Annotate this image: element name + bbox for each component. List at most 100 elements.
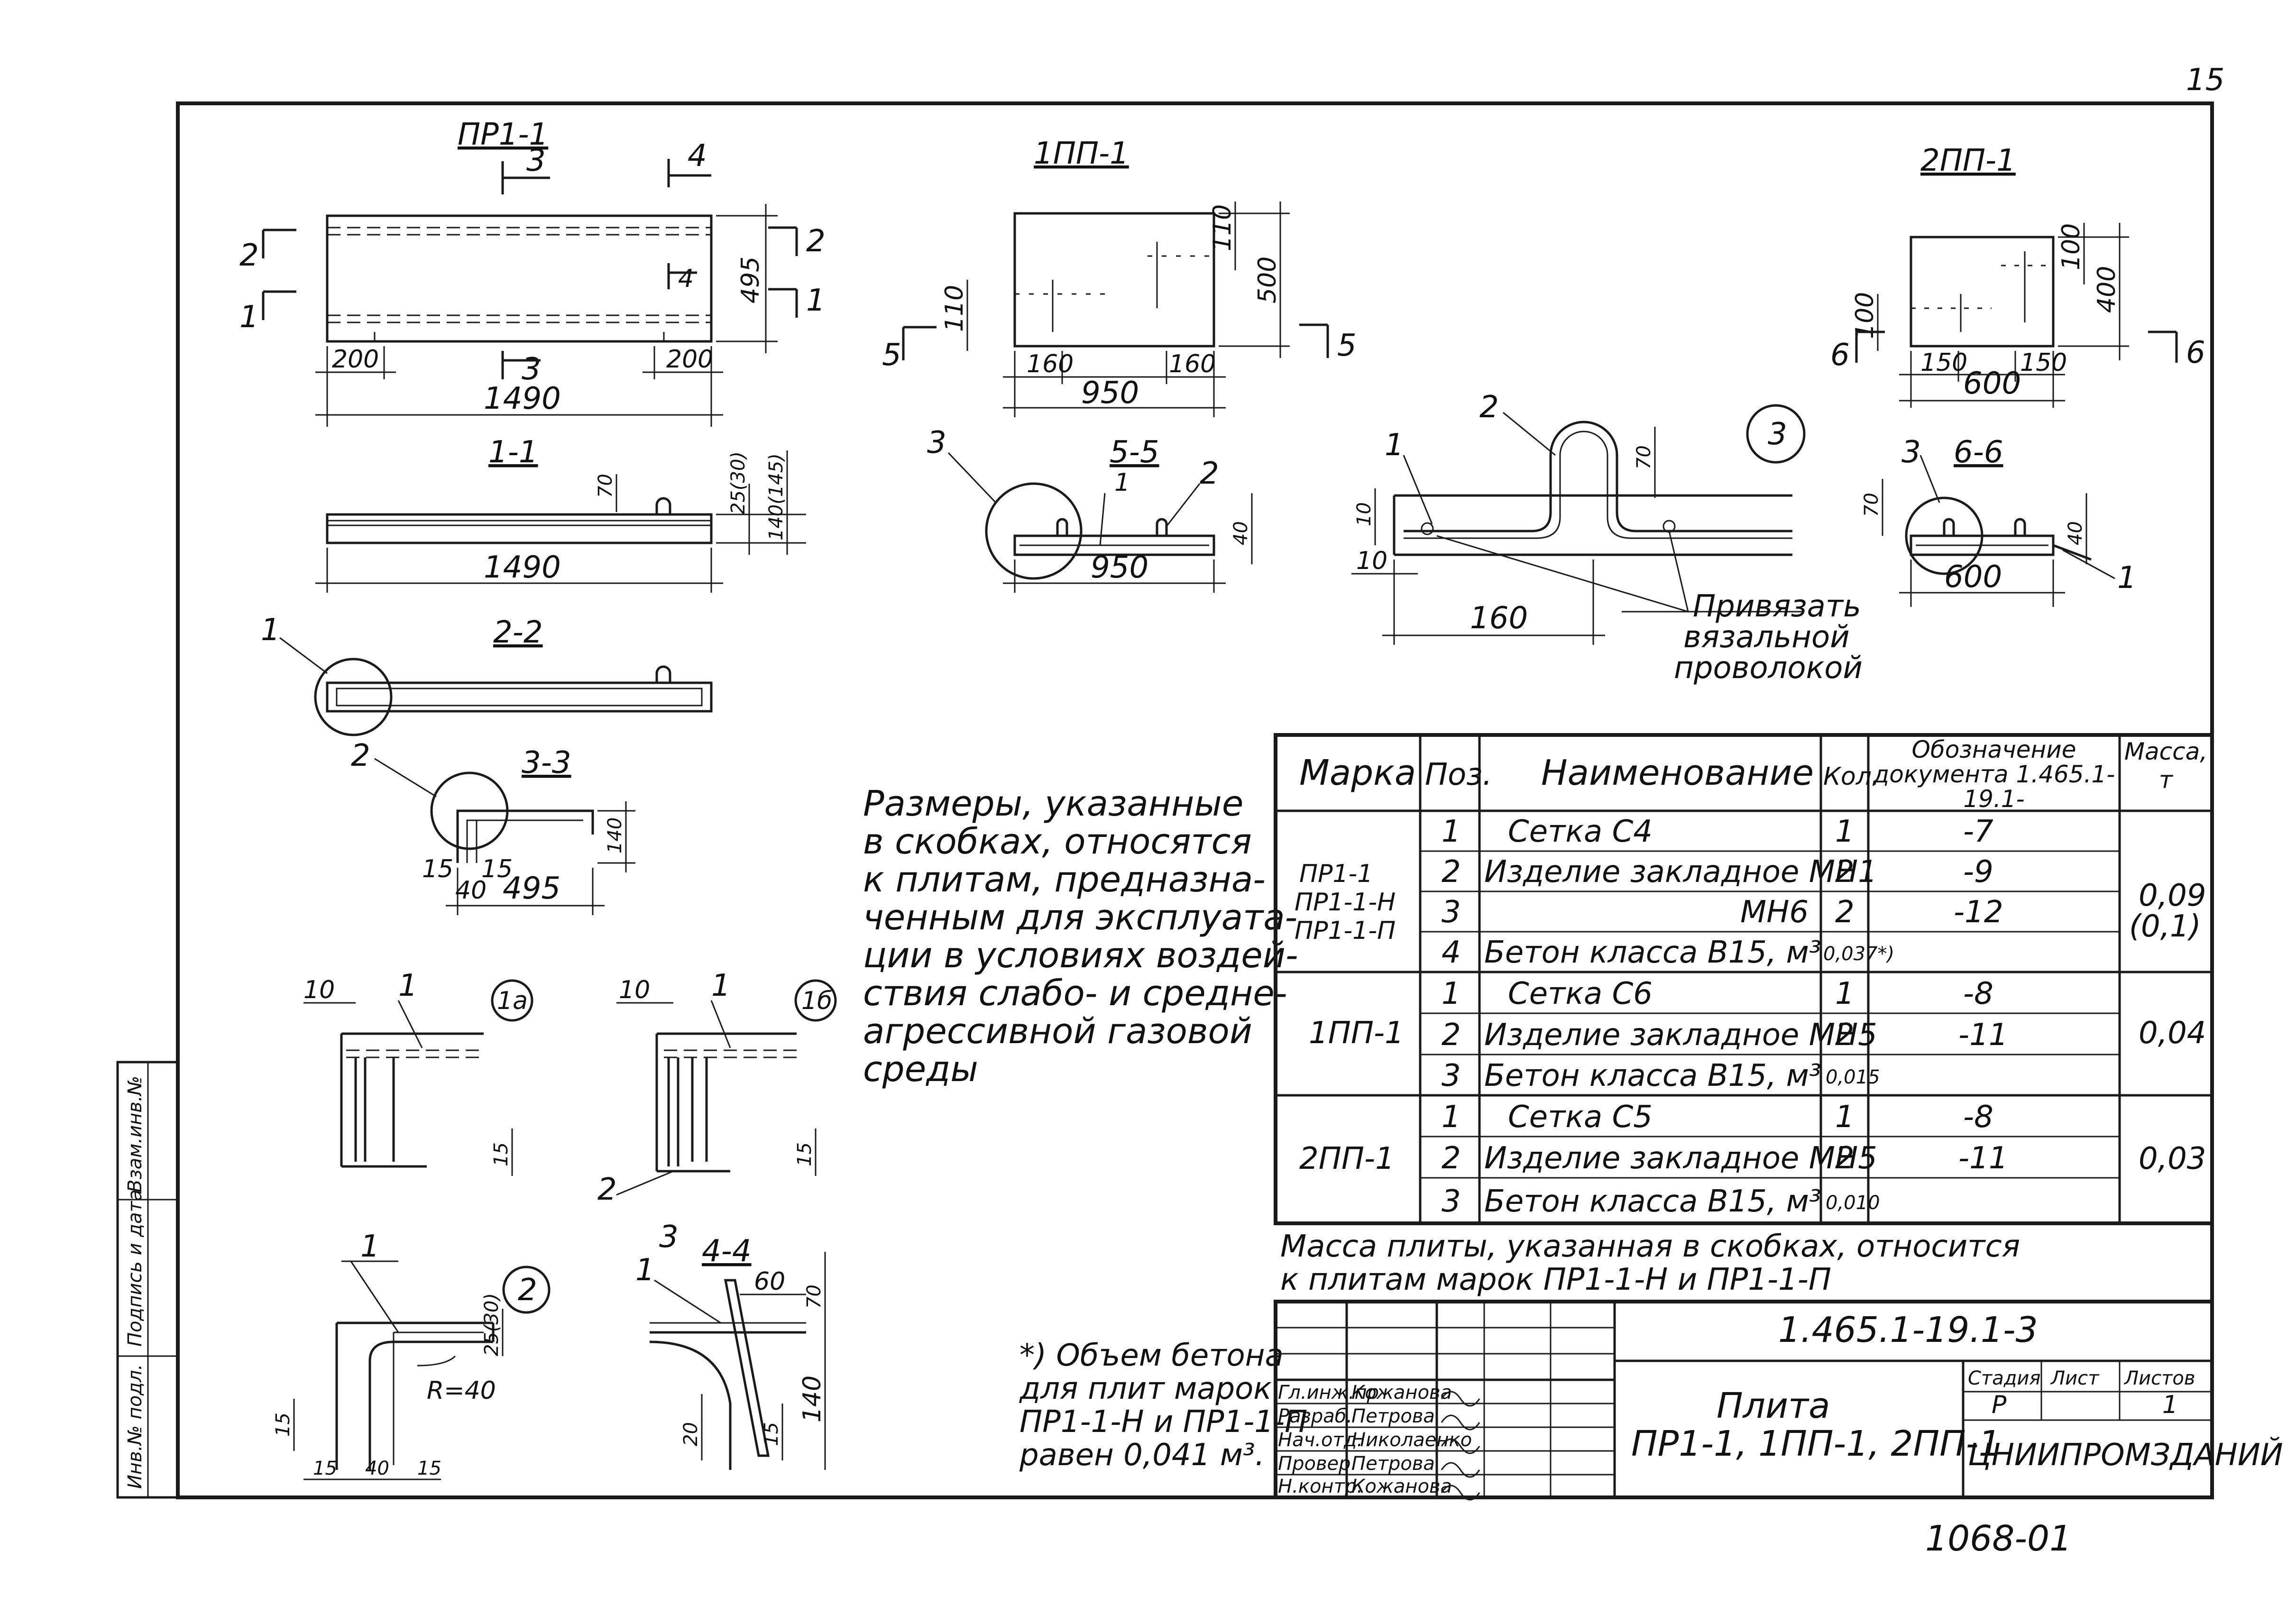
note-sizes-l7: агрессивной газовой [863,1011,1252,1052]
pos-s33-2: 2 [351,738,370,773]
cut-pr11-1-left: 1 [239,300,259,335]
spec-header-pos: Поз. [1425,757,1492,792]
spec-g2-r2-pos: 2 [1442,1018,1461,1053]
section-4-4-title: 4-4 [702,1234,752,1269]
sheets-label: Листов [2123,1367,2195,1389]
dim-s66-70: 70 [1861,493,1883,517]
dim-1pp1-160-right: 160 [1169,350,1216,378]
spec-g3-r1-name: Сетка С5 [1508,1100,1653,1135]
spec-g1-mark-1: ПР1-1-Н [1295,888,1396,917]
spec-g2-r1-qty: 1 [1835,976,1855,1011]
spec-g1-mark-0: ПР1-1 [1299,860,1373,888]
spec-g1-mark-2: ПР1-1-П [1295,917,1396,945]
node-3-mark: 3 [1768,417,1787,452]
spec-g2-r3-name: Бетон класса В15, м³ [1484,1058,1821,1093]
spec-g3-mass-0: 0,03 [2139,1141,2206,1176]
pos-node2-1: 1 [360,1229,380,1264]
dim-s66-40: 40 [2065,521,2086,545]
note-sizes-l3: к плитам, предназна- [863,859,1266,900]
dim-2pp1-400: 400 [2093,266,2121,313]
dim-2pp1-length: 600 [1963,366,2021,401]
pos-s55-2: 2 [1200,456,1219,491]
node-2-mark: 2 [518,1273,537,1308]
note-sizes-l1: Размеры, указанные [863,783,1243,824]
cut-pr11-3-top: 3 [526,143,546,178]
spec-header-name: Наименование [1541,752,1814,793]
cut-2pp1-6-right: 6 [2186,335,2205,370]
view-pr1-1-title: ПР1-1 [458,117,548,152]
pos-s44-1: 1 [635,1253,655,1288]
dim-1pp1-length: 950 [1081,376,1139,411]
left-strip: Инв.№ подл. Подпись и дата Взам.инв.№ [116,1061,179,1499]
dim-2pp1-150-left: 150 [1920,349,1967,377]
note-sizes-l4: ченным для эксплуата- [863,897,1297,938]
sig-name-4: Кожанова [1351,1476,1452,1497]
pos-s44-3: 3 [659,1220,679,1255]
spec-g3-r2-pos: 2 [1442,1141,1461,1176]
note-concrete-l2: для плит марок [1019,1371,1272,1406]
dim-s55-40: 40 [1230,521,1252,545]
dim-s11-25-30: 25(30) [727,451,749,514]
node3-note-l1: Привязать [1693,589,1861,624]
pos-s66-1: 1 [2117,560,2137,596]
dim-node2-40: 40 [365,1458,389,1479]
dim-s33-495: 495 [503,871,560,906]
spec-header-mass: Масса, т [2124,738,2208,794]
spec-g2-r1-doc: -8 [1963,976,1993,1011]
spec-g1-r1-pos: 1 [1442,814,1461,849]
sig-role-4: Н.контр. [1278,1476,1363,1497]
section-2-2-title: 2-2 [493,615,543,650]
dim-s44-15: 15 [761,1422,782,1446]
dim-s44-60: 60 [754,1267,785,1296]
spec-g1-r3-doc: -12 [1954,895,2003,930]
spec-g3-r3-pos: 3 [1442,1184,1461,1219]
sig-name-0: Кожанова [1351,1382,1452,1404]
section-3-3: 3-3 2 15 15 40 495 140 [351,738,635,915]
view-pr1-1: ПР1-1 200 200 1490 495 2 1 2 1 3 4 [239,117,826,427]
pos-s22-1: 1 [261,613,280,648]
dim-node1b-15: 15 [794,1142,816,1166]
title-block: Гл.инж.пр Кожанова Разраб. Петрова Нач.о… [1274,1300,2283,1501]
note-mass-l1: Масса плиты, указанная в скобках, относи… [1280,1229,2020,1264]
cut-pr11-4-mid: 4 [678,265,694,293]
node-1a-mark: 1а [497,987,528,1015]
sig-name-3: Петрова [1351,1453,1435,1475]
note-mass-l2: к плитам марок ПР1-1-Н и ПР1-1-П [1280,1262,1831,1297]
spec-g2-r3-qty: 0,015 [1826,1066,1880,1088]
pos-node1b-2: 2 [597,1172,617,1207]
spec-g2-r2-name: Изделие закладное МН5 [1484,1018,1877,1053]
spec-g1-r1-qty: 1 [1835,814,1855,849]
spec-header-mark: Марка [1299,752,1416,793]
dim-node2-25-30: 25(30) [481,1293,503,1356]
dim-pr11-200-left: 200 [332,345,379,374]
spec-g2-r2-qty: 2 [1835,1018,1855,1053]
cut-pr11-3-bottom: 3 [522,352,541,387]
view-2pp-1: 2ПП-1 150 150 600 100 100 400 6 6 [1830,143,2205,408]
spec-g3-r1-pos: 1 [1442,1100,1461,1135]
section-5-5: 5-5 3 1 2 950 40 [927,425,1253,593]
spec-g2-mark-0: 1ПП-1 [1309,1016,1404,1051]
stage-value: Р [1992,1391,2007,1419]
spec-g1-mass-0: 0,09 [2139,878,2206,913]
spec-g2-r1-pos: 1 [1442,976,1461,1011]
spec-g3-r2-doc: -11 [1958,1141,2008,1176]
pos-node1b-1: 1 [711,968,731,1003]
node-2: 2 1 R=40 25(30) 15 15 40 15 [272,1229,551,1480]
dim-s55-length: 950 [1091,550,1148,585]
sig-role-2: Нач.отд. [1278,1429,1363,1451]
cut-pr11-2-right: 2 [806,224,826,259]
node-1b-mark: 1б [801,987,832,1015]
dim-node2-r40: R=40 [427,1376,496,1405]
pos-node3-2: 2 [1479,390,1499,425]
dim-node3-70: 70 [1633,445,1655,469]
node-1b: 1б 1 2 10 15 [597,968,837,1207]
dim-s44-140: 140 [798,1376,827,1422]
spec-g2-r3-pos: 3 [1442,1058,1461,1093]
section-1-1-title: 1-1 [488,435,538,470]
spec-g2-mass-0: 0,04 [2139,1016,2206,1051]
organization: ЦНИИПРОМЗДАНИЙ [1968,1437,2283,1473]
cut-1pp1-5-left: 5 [882,338,901,373]
section-2-2: 2-2 1 [261,613,713,736]
spec-g1-r3-name: МН6 [1740,895,1809,930]
dim-s11-length: 1490 [484,550,561,585]
